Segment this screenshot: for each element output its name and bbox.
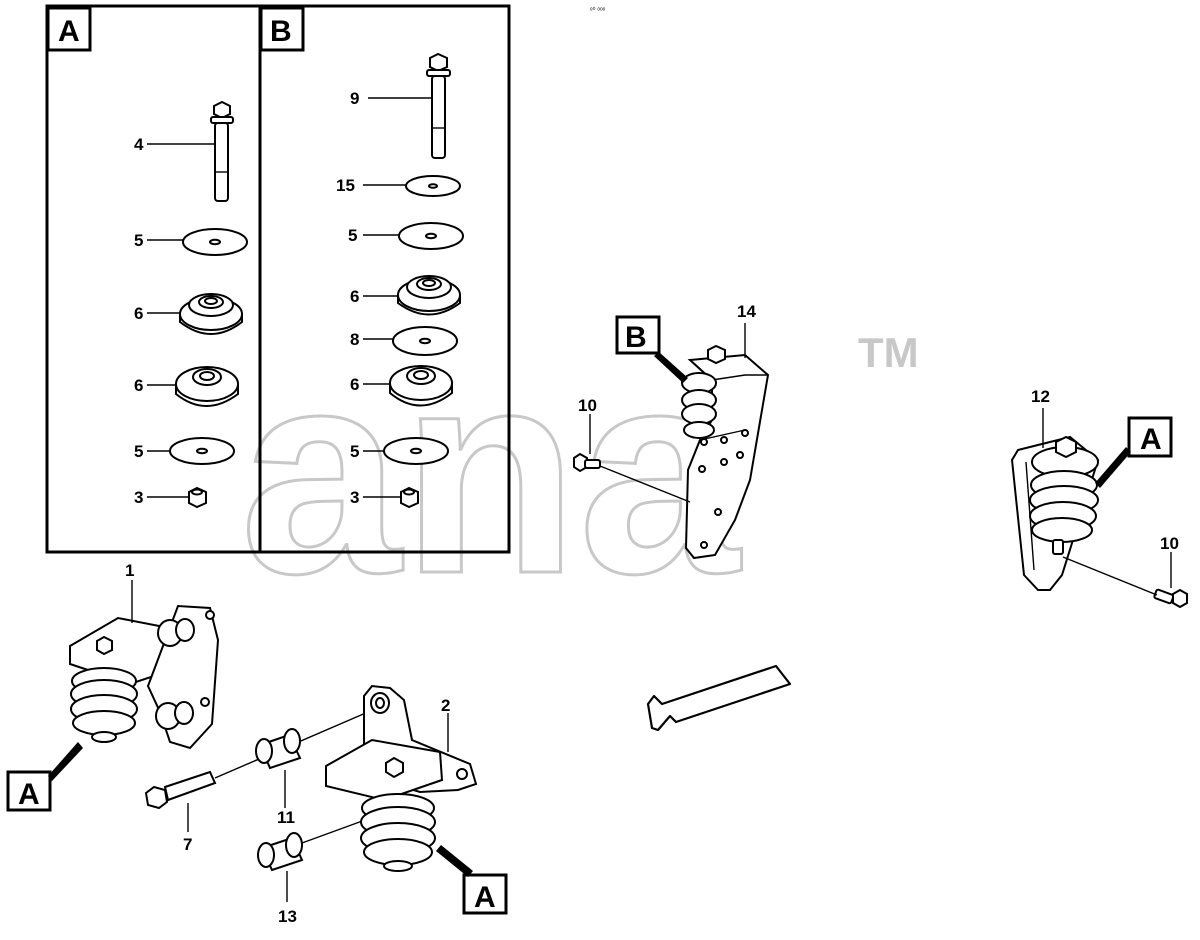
detail-box-a: A <box>45 4 262 554</box>
label-5: 5 <box>134 231 143 250</box>
label-14: 14 <box>737 302 756 321</box>
bolt-part-10 <box>573 452 601 473</box>
nut-part-3 <box>188 486 207 509</box>
washer-part-5 <box>398 222 464 250</box>
label-15: 15 <box>336 176 355 195</box>
label-8: 8 <box>350 330 359 349</box>
mount-assembly-part-2: 2 A <box>325 684 508 915</box>
detail-box-b: B <box>258 4 511 554</box>
label-6: 6 <box>350 287 359 306</box>
label-3: 3 <box>350 488 359 507</box>
callout-a-letter-bottom: A <box>474 881 496 914</box>
callout-b-tag <box>615 315 661 355</box>
label-9: 9 <box>350 89 359 108</box>
mount-assembly-part-12: 12 A 10 <box>1010 387 1188 609</box>
label-1: 1 <box>125 561 134 580</box>
washer-part-15 <box>405 175 461 197</box>
bracket-assembly-part-14: 14 B 10 <box>573 302 770 560</box>
callout-a-letter-left: A <box>18 778 40 811</box>
box-a-tag <box>46 6 92 52</box>
spacer-part-13: 13 <box>257 819 366 926</box>
bolt-part-7: 7 <box>144 711 369 854</box>
washer-part-5-lower <box>383 437 449 465</box>
mount-assembly-part-1: 1 A <box>6 561 220 812</box>
label-10: 10 <box>578 396 597 415</box>
label-13: 13 <box>278 907 297 926</box>
watermark-brand: ana <box>240 310 742 634</box>
rubber-mount-part-6-upper <box>179 293 243 335</box>
rubber-mount-part-6-lower <box>389 365 453 407</box>
bolt-part-4 <box>210 100 234 202</box>
watermark-trademark: TM <box>858 329 919 376</box>
washer-part-5-lower <box>169 437 235 465</box>
nut-part-3 <box>400 486 419 509</box>
box-a-letter: A <box>58 15 80 48</box>
label-5: 5 <box>134 442 143 461</box>
label-6: 6 <box>134 376 143 395</box>
label-5: 5 <box>350 442 359 461</box>
bolt-part-9 <box>426 52 451 159</box>
direction-arrow-icon <box>646 664 792 732</box>
corner-code: ᵉ⁰ ᵒᵒᵒ <box>590 6 606 14</box>
box-b-tag <box>259 6 305 52</box>
callout-a-tag-right <box>1127 416 1173 458</box>
callout-a-letter-right: A <box>1140 423 1162 456</box>
label-6: 6 <box>350 375 359 394</box>
label-6: 6 <box>134 304 143 323</box>
label-12: 12 <box>1031 387 1050 406</box>
spacer-part-11: 11 <box>255 728 302 827</box>
label-5: 5 <box>348 226 357 245</box>
rubber-mount-part-6-upper <box>397 275 461 316</box>
label-3: 3 <box>134 488 143 507</box>
washer-part-8 <box>392 326 458 356</box>
label-11: 11 <box>277 808 295 827</box>
watermark: ana TM <box>239 309 919 636</box>
box-b-letter: B <box>270 15 292 48</box>
callout-a-tag-bottom <box>462 873 508 915</box>
callout-b-letter: B <box>625 321 647 354</box>
label-2: 2 <box>441 696 450 715</box>
label-4: 4 <box>134 135 144 154</box>
callout-a-tag-left <box>6 770 52 812</box>
rubber-mount-part-6-lower <box>175 366 239 407</box>
label-10: 10 <box>1160 534 1179 553</box>
bolt-part-10-right <box>1153 588 1188 609</box>
washer-part-5 <box>182 228 248 256</box>
label-7: 7 <box>183 835 192 854</box>
